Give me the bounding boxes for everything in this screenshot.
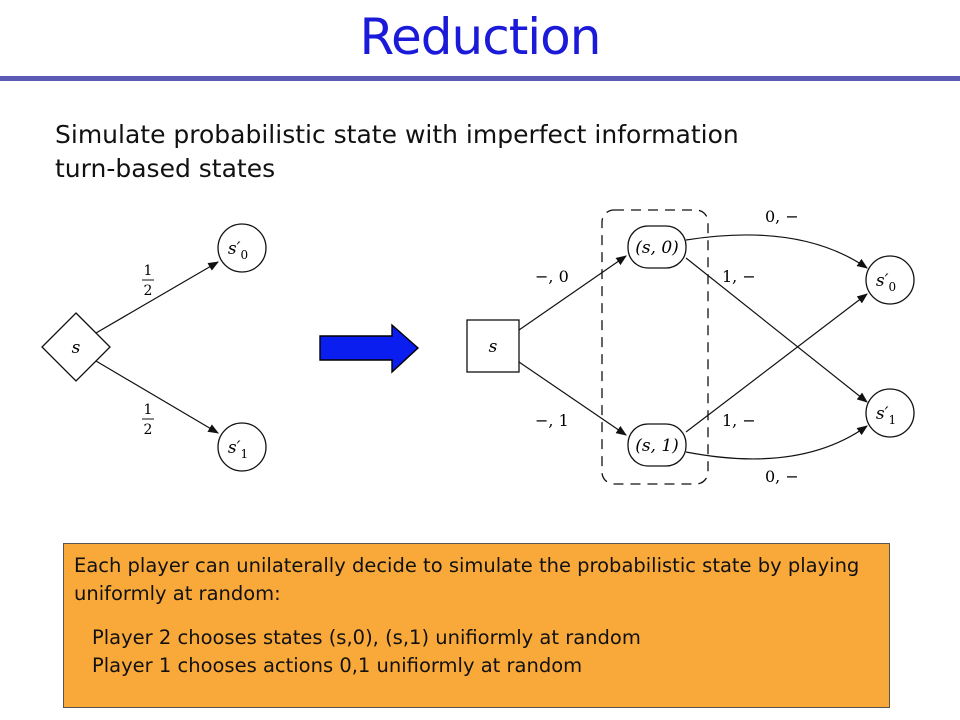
right-edge-s-to-mid-bottom [518,361,627,436]
right-target-top-main: s′ [876,271,889,291]
right-edge-label-s-mid-bottom: −, 1 [535,411,569,430]
left-edge-to-top [95,261,219,334]
right-source-square [466,319,520,373]
left-prob-top-den: 2 [144,283,153,299]
right-diagram: s (s, 0) (s, 1) s′0 s′1 −, 0 −, 1 0, − 1… [466,207,915,486]
left-top-target-node [217,223,267,273]
left-prob-top: 1 2 [142,263,154,299]
info-set-dashed-box [601,209,709,485]
right-edge-label-s-mid-top: −, 0 [535,267,569,286]
left-top-target-label: s′0 [228,239,248,262]
info-box: Each player can unilaterally decide to s… [63,543,890,708]
left-source-label: s [72,338,81,358]
right-target-top-label: s′0 [876,271,896,294]
left-bottom-target-label: s′1 [228,438,248,461]
slide-subtitle: Simulate probabilistic state with imperf… [55,118,915,186]
right-target-top-node [865,255,915,305]
left-prob-bottom: 1 2 [142,402,154,438]
right-edge-label-top-bottom: 1, − [722,267,756,286]
right-edge-s-to-mid-top [518,255,627,331]
right-target-bottom-main: s′ [876,404,889,424]
title-divider [0,76,960,81]
right-edge-label-top-top: 0, − [765,207,799,226]
left-edge-to-bottom [95,360,219,434]
left-bottom-target-sub: 1 [240,447,248,461]
info-box-line-2: Player 1 chooses actions 0,1 unifiormly … [92,654,583,677]
right-target-bottom-label: s′1 [876,404,896,427]
right-target-bottom-sub: 1 [888,413,896,427]
right-edge-bottom-to-bottom [685,425,868,460]
right-edge-label-bottom-bottom: 0, − [765,467,799,486]
right-edge-bottom-to-top [685,293,868,433]
right-mid-bottom-node [627,423,687,467]
left-diagram: s s′0 s′1 1 2 1 2 [41,223,267,472]
left-bottom-target-node [217,422,267,472]
transform-arrow-icon [319,323,420,374]
left-bottom-target-main: s′ [228,438,241,458]
info-box-line-1: Player 2 chooses states (s,0), (s,1) uni… [92,626,641,649]
right-edge-label-bottom-top: 1, − [722,411,756,430]
left-prob-top-num: 1 [144,263,153,279]
left-top-target-main: s′ [228,239,241,259]
right-target-bottom-node [865,388,915,438]
subtitle-line-1: Simulate probabilistic state with imperf… [55,120,739,149]
left-top-target-sub: 0 [240,248,248,262]
left-source-diamond [41,312,111,382]
right-mid-top-label: (s, 0) [635,238,679,258]
right-mid-top-node [627,225,687,269]
slide-title: Reduction [359,8,602,66]
right-edge-top-to-bottom [685,257,868,403]
right-source-label: s [489,337,498,357]
subtitle-line-2: turn-based states [55,154,276,183]
left-prob-bottom-num: 1 [144,402,153,418]
right-target-top-sub: 0 [888,280,896,294]
left-prob-bottom-den: 2 [144,422,153,438]
right-edge-top-to-top [685,234,868,269]
right-mid-bottom-label: (s, 1) [635,436,679,456]
info-box-main-text: Each player can unilaterally decide to s… [74,554,860,605]
